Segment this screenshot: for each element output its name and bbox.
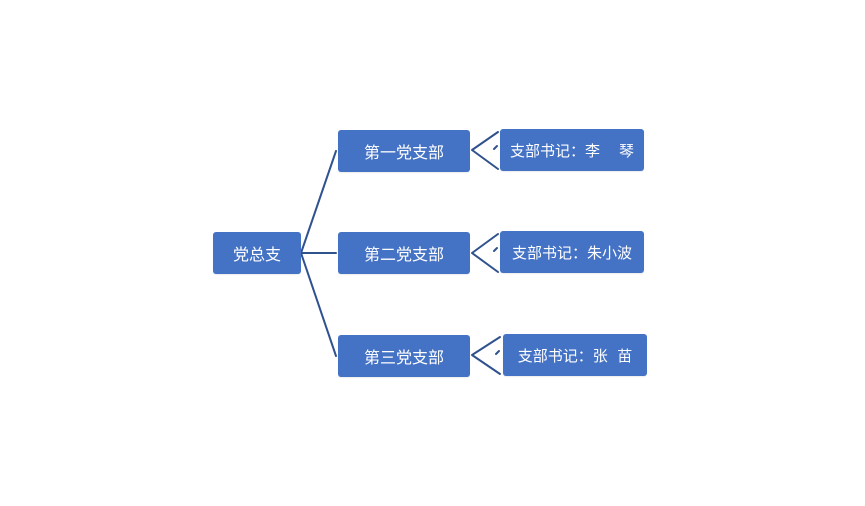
secretary-node-3: 支部书记：张 苗 xyxy=(503,334,647,376)
connector-root-branch-3 xyxy=(300,252,337,357)
connector-tick-2 xyxy=(493,247,498,252)
connector-tick-1 xyxy=(493,145,498,150)
branch-node-2: 第二党支部 xyxy=(338,232,470,274)
root-node-label: 党总支 xyxy=(232,245,281,264)
root-node-party-branch: 党总支 xyxy=(213,232,301,274)
connector-branch-1-leaf-1 xyxy=(471,131,499,170)
secretary-node-1-label: 支部书记：李 琴 xyxy=(509,141,635,160)
secretary-node-3-label: 支部书记：张 苗 xyxy=(517,346,633,365)
connector-branch-2-leaf-2 xyxy=(471,233,499,273)
secretary-node-1: 支部书记：李 琴 xyxy=(500,129,644,171)
branch-node-1: 第一党支部 xyxy=(338,130,470,172)
connector-branch-3-leaf-3 xyxy=(471,336,501,375)
connector-tick-3 xyxy=(495,350,500,355)
branch-node-3: 第三党支部 xyxy=(338,335,470,377)
secretary-node-2-label: 支部书记：朱小波 xyxy=(511,243,632,262)
branch-node-2-label: 第二党支部 xyxy=(363,245,444,264)
branch-node-3-label: 第三党支部 xyxy=(363,348,444,367)
connector-root-branch-1 xyxy=(300,150,337,254)
branch-node-1-label: 第一党支部 xyxy=(363,143,444,162)
secretary-node-2: 支部书记：朱小波 xyxy=(500,231,644,273)
